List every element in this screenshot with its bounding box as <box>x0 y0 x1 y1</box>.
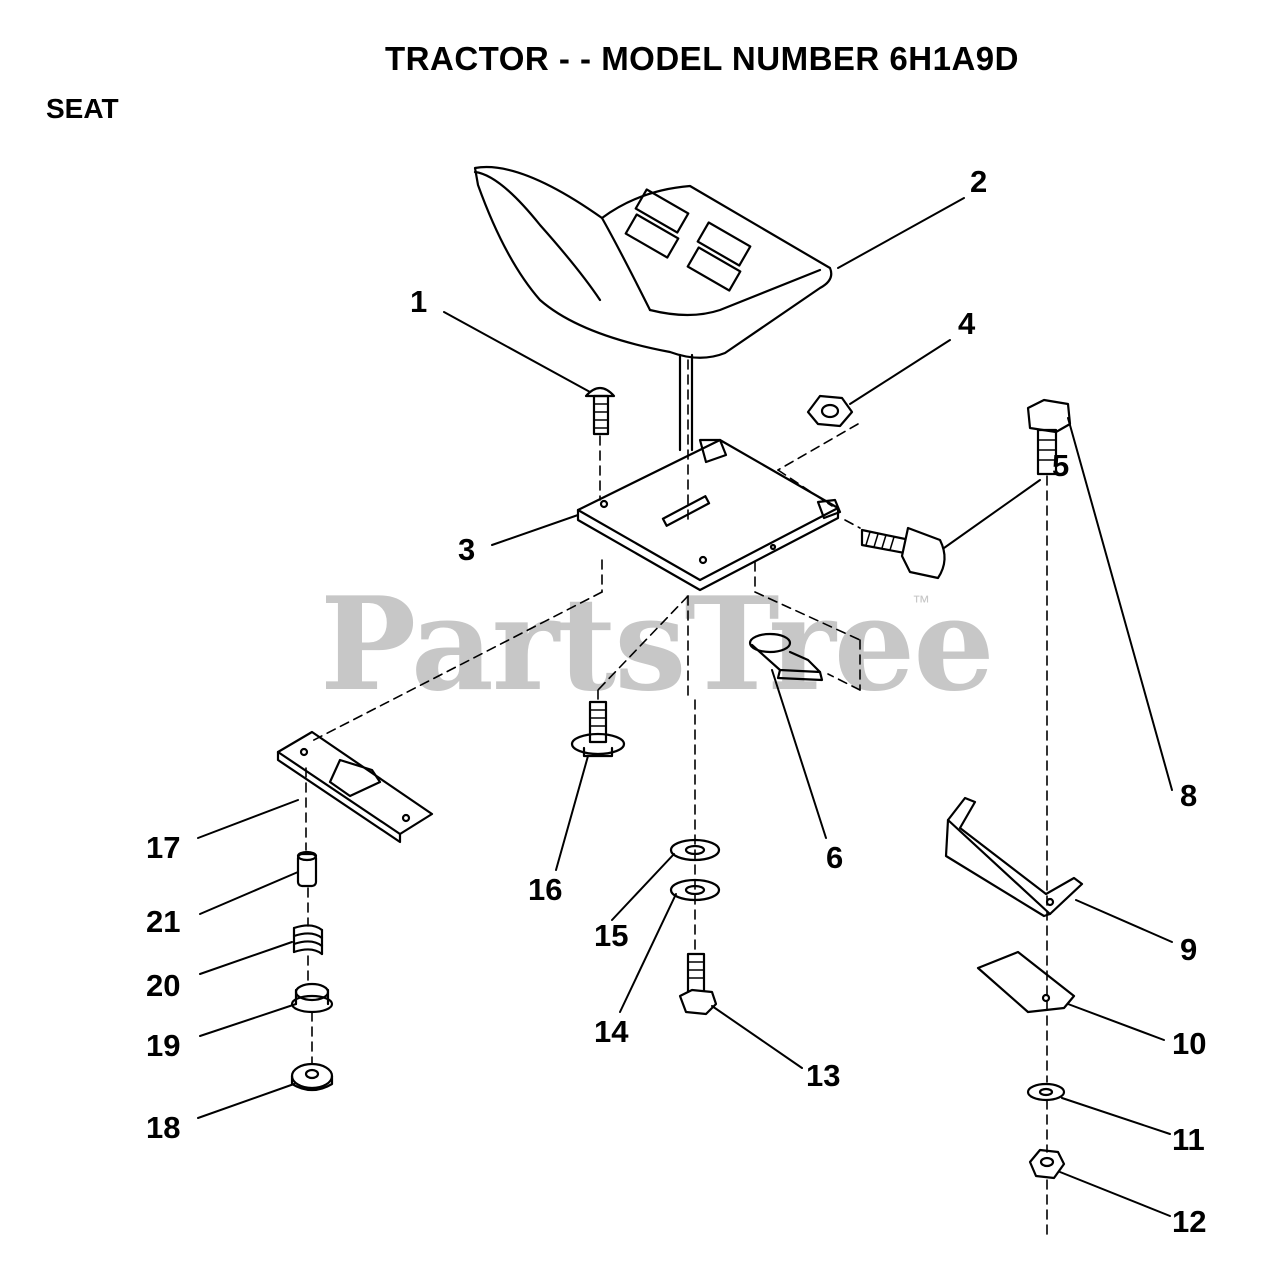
bolt-part-13 <box>678 952 718 1016</box>
plate-part-10 <box>976 950 1076 1014</box>
watermark: PartsTree <box>320 570 995 720</box>
callout-15: 15 <box>594 918 629 953</box>
callout-19: 19 <box>146 1028 181 1063</box>
shoulder-bolt-part <box>570 700 626 758</box>
callout-8: 8 <box>1180 778 1198 813</box>
seat-plate-part <box>576 438 842 592</box>
callout-1: 1 <box>410 284 428 319</box>
clip-part <box>748 632 824 682</box>
bushing-part <box>290 982 334 1014</box>
nut-part-12 <box>1028 1148 1066 1180</box>
callout-14: 14 <box>594 1014 629 1049</box>
diagram-title: TRACTOR - - MODEL NUMBER 6H1A9D <box>385 40 1019 77</box>
callout-18: 18 <box>146 1110 181 1145</box>
callout-17: 17 <box>146 830 181 865</box>
callout-9: 9 <box>1180 932 1198 967</box>
leader-lines <box>197 197 1173 1217</box>
callout-4: 4 <box>958 306 976 341</box>
callout-5: 5 <box>1052 448 1070 483</box>
hex-bolt-part <box>860 526 946 580</box>
callout-13: 13 <box>806 1058 841 1093</box>
callout-6: 6 <box>826 840 844 875</box>
bracket-part <box>276 730 434 844</box>
callout-10: 10 <box>1172 1026 1207 1061</box>
callout-12: 12 <box>1172 1204 1207 1239</box>
nut-part <box>806 394 854 428</box>
callout-2: 2 <box>970 164 988 199</box>
assembly-lines <box>305 359 1048 1241</box>
callout-16: 16 <box>528 872 563 907</box>
callout-20: 20 <box>146 968 181 1003</box>
carriage-bolt-part <box>584 386 616 436</box>
seat-part <box>473 166 833 359</box>
trademark-mark: ™ <box>912 592 930 612</box>
section-label: SEAT <box>46 93 119 124</box>
bracket-part-9 <box>944 796 1084 918</box>
callout-11: 11 <box>1172 1122 1205 1157</box>
washer-part-11 <box>1026 1082 1066 1102</box>
callout-21: 21 <box>146 904 181 939</box>
callout-3: 3 <box>458 532 476 567</box>
spring-part <box>292 924 324 956</box>
flange-nut-part <box>290 1062 334 1092</box>
pin-part <box>296 850 318 888</box>
